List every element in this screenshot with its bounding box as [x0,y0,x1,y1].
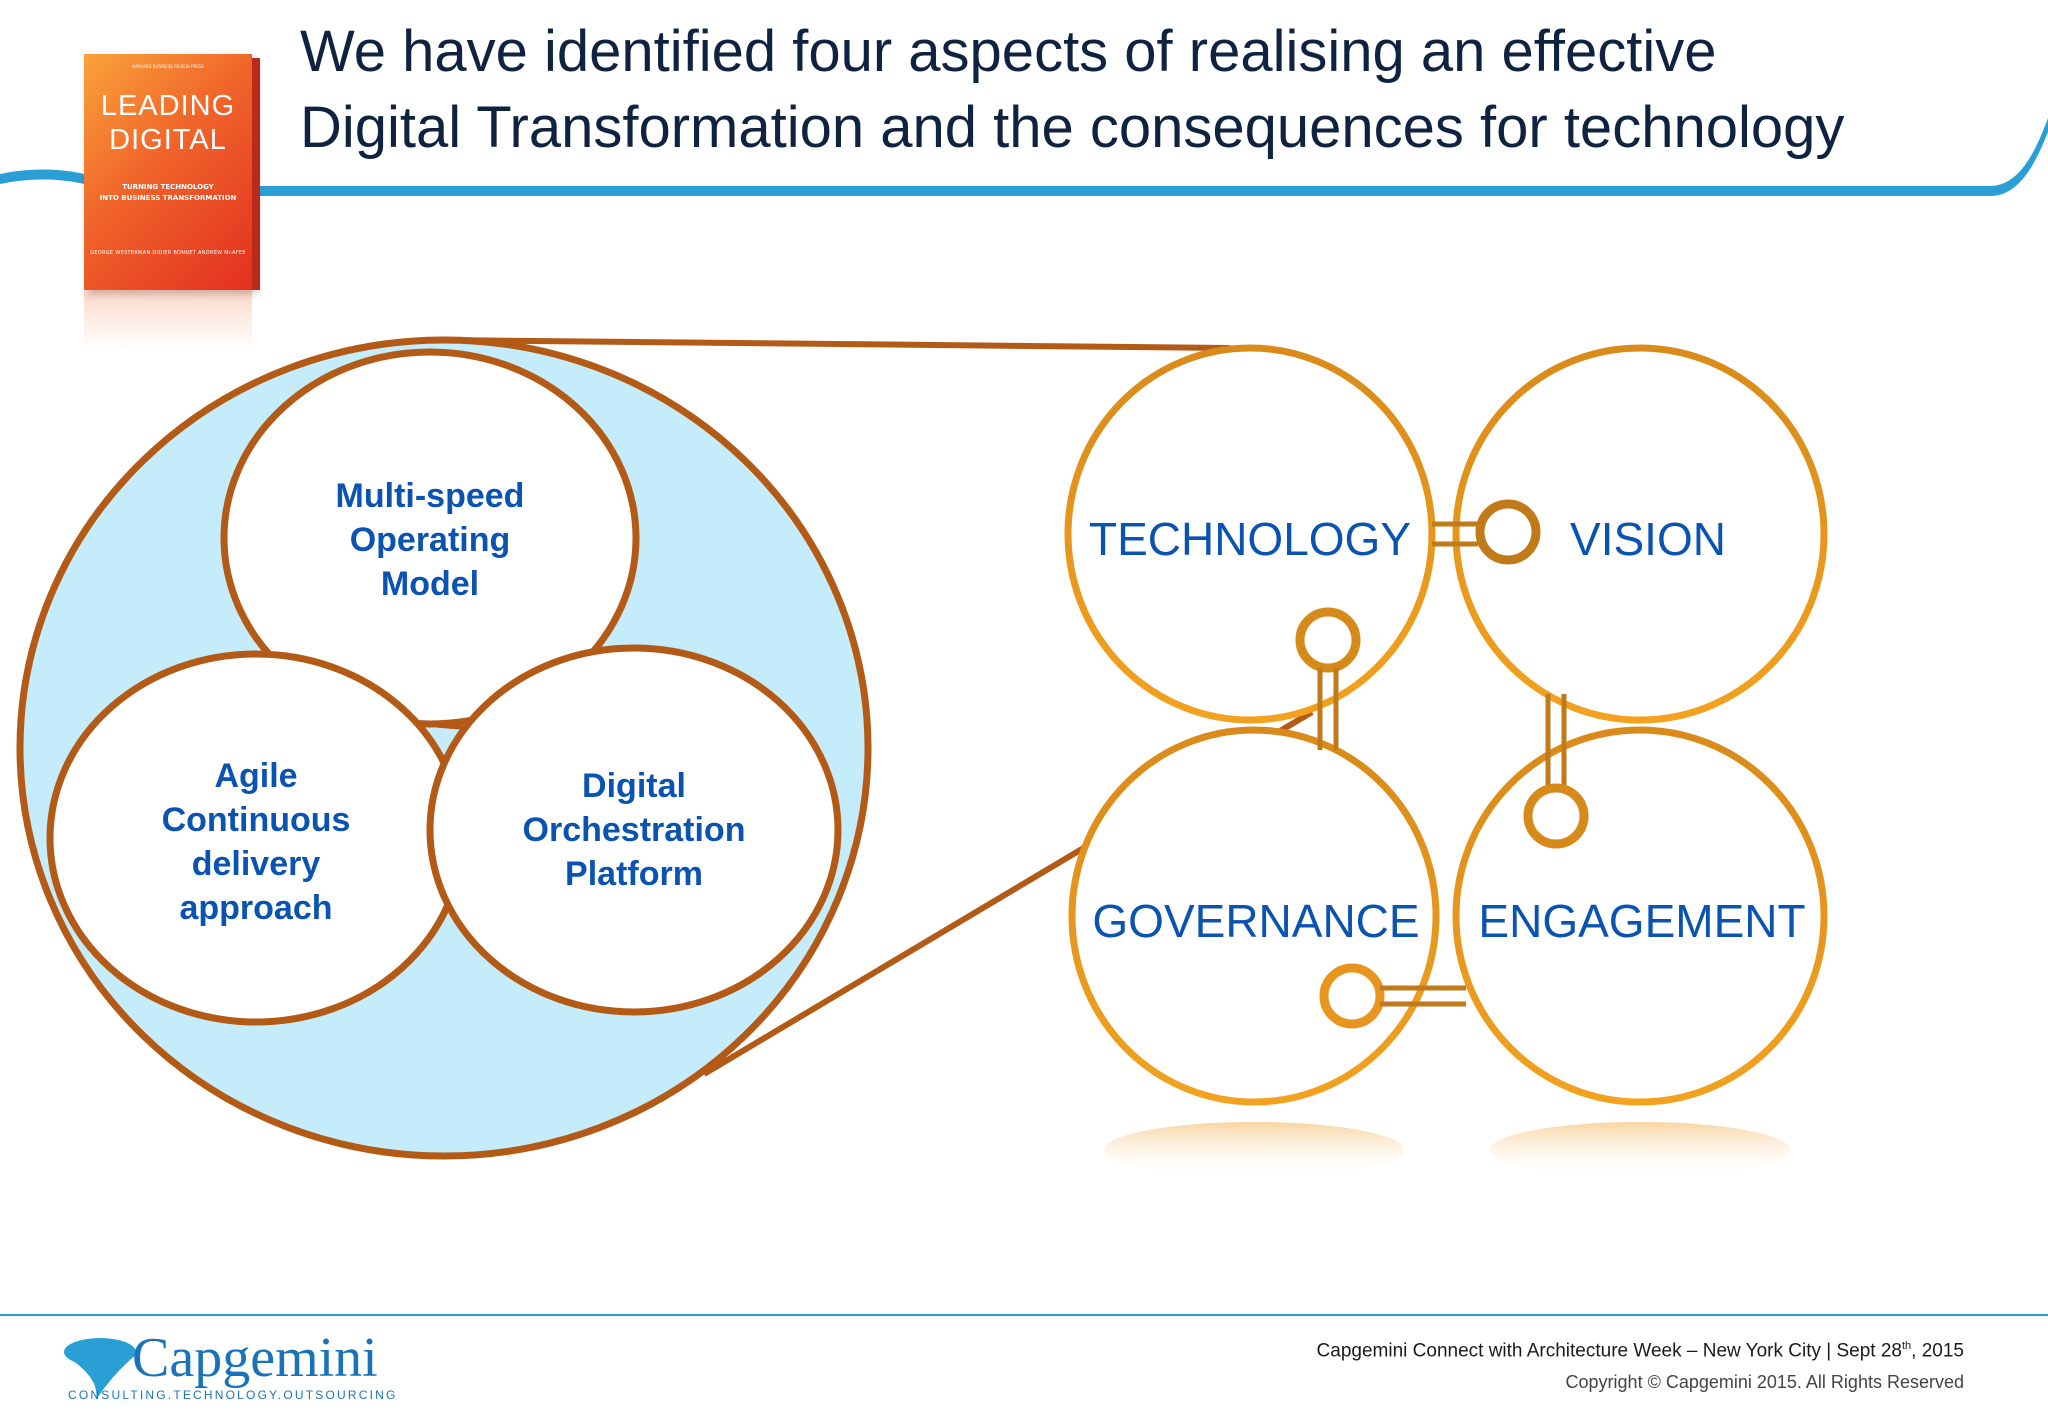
ring-governance [1068,726,1440,1106]
connector-knob-vision-eng [1523,783,1589,849]
zoom-connector-top [439,337,1231,351]
label-operating-model-line3: Model [380,565,480,603]
aspect-label-technology: TECHNOLOGY [1088,513,1412,565]
footer-event-sup: th [1901,1340,1912,1352]
label-operating-model: Multi-speed Operating Model [300,474,560,606]
label-operating-model-line2: Operating [349,521,511,559]
footer-event-prefix: Capgemini Connect with Architecture Week… [1316,1340,1902,1362]
book-authors: GEORGE WESTERMAN DIDIER BONNET ANDREW Mc… [90,250,246,256]
connector-knob-tech-gov [1295,607,1361,673]
aspect-label-engagement: ENGAGEMENT [1478,895,1806,947]
book-top-line: HARVARD BUSINESS REVIEW PRESS [132,64,204,69]
capgemini-logo-wordmark: Capgemini [132,1327,378,1389]
label-agile-delivery-line2: Continuous [161,801,351,839]
ring-reflection-governance [1104,1122,1404,1178]
label-orchestration-platform-line3: Platform [565,855,703,893]
book-title-line2: DIGITAL [109,124,227,156]
capgemini-logo-tagline: CONSULTING.TECHNOLOGY.OUTSOURCING [68,1388,398,1402]
slide-title: We have identified four aspects of reali… [300,14,2020,166]
aspect-label-governance: GOVERNANCE [1092,895,1420,947]
book-title-line1: LEADING [100,90,236,122]
inner-circle-operating-model [220,348,640,728]
label-agile-delivery: Agile Continuous delivery approach [126,754,386,930]
footer-divider [0,1314,2048,1316]
book-subtitle: TURNING TECHNOLOGY INTO BUSINESS TRANSFO… [84,182,252,204]
footer-event-text: Capgemini Connect with Architecture Week… [1317,1340,1964,1362]
connector-knob-tech-vision [1475,499,1541,565]
ring-technology [1064,344,1436,724]
book-spine [252,58,260,290]
label-agile-delivery-line1: Agile [214,757,298,795]
book-subtitle-line2: INTO BUSINESS TRANSFORMATION [99,194,237,202]
aspect-label-vision: VISION [1570,513,1726,565]
label-agile-delivery-line3: delivery [191,845,321,883]
connector-knob-gov-eng [1319,963,1385,1029]
ring-reflection-engagement [1490,1122,1790,1178]
capgemini-logo-icon [64,1338,136,1400]
label-orchestration-platform-line2: Orchestration [522,811,746,849]
slide-title-line2: Digital Transformation and the consequen… [300,95,1845,160]
footer-event-suffix: , 2015 [1911,1340,1964,1362]
label-operating-model-line1: Multi-speed [335,477,525,515]
label-orchestration-platform-line1: Digital [582,767,686,805]
inner-circle-overlap-arc [435,720,463,730]
inner-circle-orchestration-platform [426,644,842,1016]
footer-copyright: Copyright © Capgemini 2015. All Rights R… [1565,1372,1964,1392]
label-orchestration-platform: Digital Orchestration Platform [484,764,784,896]
ring-engagement [1452,726,1828,1106]
book-subtitle-line1: TURNING TECHNOLOGY [122,183,214,191]
aspect-rings [1064,344,1828,1178]
slide-title-line1: We have identified four aspects of reali… [300,19,1717,84]
ring-vision [1452,344,1828,724]
label-agile-delivery-line4: approach [179,889,333,927]
book-cover-image: HARVARD BUSINESS REVIEW PRESS LEADING DI… [84,54,260,350]
